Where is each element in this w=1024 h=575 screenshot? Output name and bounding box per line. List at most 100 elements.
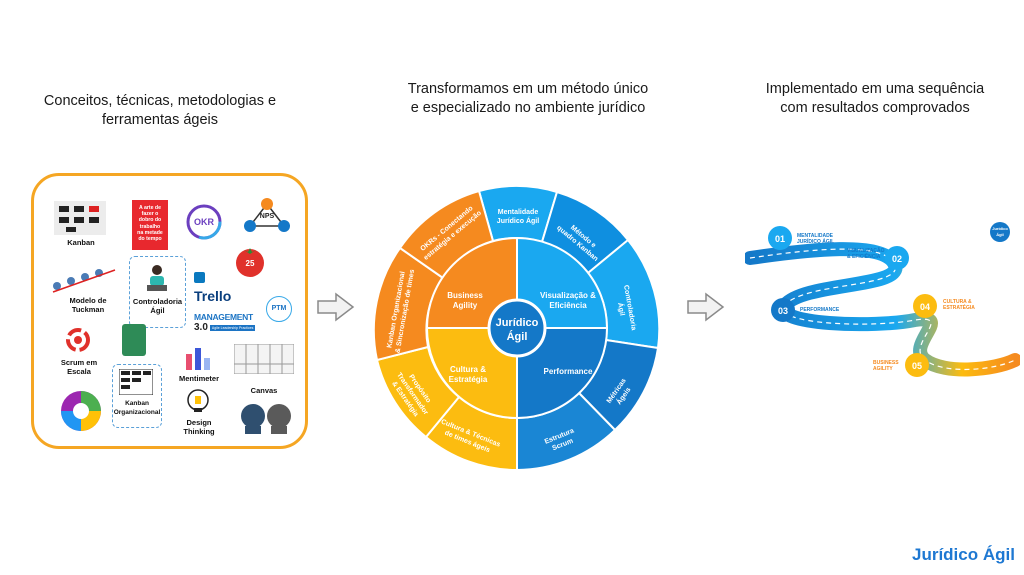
canvas-label: Canvas: [250, 386, 278, 395]
nps-network-icon: NPS: [244, 198, 290, 232]
step-1-label-line1: MENTALIDADE: [797, 233, 834, 239]
heading-sequence-line1: Implementado em uma sequência: [765, 81, 985, 97]
okr-icon: OKR: [186, 204, 222, 240]
brand-logo: Jurídico Ágil: [912, 545, 1015, 564]
kanban-org-box: Kanban Organizacional: [112, 364, 162, 428]
planner-icon: [122, 324, 146, 356]
step-4-number: 04: [920, 302, 930, 312]
design-line1: Design: [186, 418, 212, 427]
step-5-number: 05: [912, 361, 922, 371]
step-1-label-line2: JURÍDICO ÁGIL: [797, 237, 834, 245]
kanban-label: Kanban: [67, 238, 95, 247]
tuckman-label: Modelo de Tuckman: [58, 296, 118, 314]
wheel-center: [487, 298, 547, 358]
two-heads-icon: [241, 404, 291, 434]
step-2-number: 02: [892, 254, 902, 264]
controladoria-line1: Controladoria: [132, 297, 183, 306]
tomato-timer-text: 25: [246, 259, 255, 268]
label-business-line2: Agility: [453, 301, 478, 310]
okr-text: OKR: [194, 217, 215, 227]
heading-concepts: Conceitos, técnicas, metodologias e ferr…: [20, 92, 300, 130]
heading-method: Transformamos em um método único e espec…: [378, 80, 678, 118]
trello-logo: Trello: [194, 272, 231, 304]
book-line2: fazer o: [141, 211, 159, 218]
book-line3: dobro do: [138, 217, 162, 224]
tuckman-chart-icon: [52, 269, 116, 293]
arrow-right-icon: [317, 292, 355, 322]
step-4-label-line1: CULTURA &: [943, 299, 972, 305]
step-1-number: 01: [775, 234, 785, 244]
scrum-line1: Scrum em: [60, 358, 98, 367]
heading-sequence-line2: com resultados comprovados: [780, 100, 970, 116]
label-visual-line2: Eficiência: [549, 301, 587, 310]
design-thinking-label: Design Thinking: [174, 418, 224, 436]
step-3-label-line1: PERFORMANCE: [800, 307, 840, 313]
kanban-table-icon: [119, 369, 153, 395]
kanban-org-line1: Kanban: [125, 400, 149, 407]
step-2-label-line1: VISUALIZAÇÃO: [847, 247, 885, 254]
kanban-org-line2: Organizacional: [113, 409, 161, 416]
wheel-center-line2: Ágil: [507, 330, 528, 343]
book-line5: na metade: [137, 229, 163, 236]
kanban-board-icon: [54, 201, 106, 235]
design-thinking-icon: [187, 389, 209, 412]
label-cultura-line2: Estratégia: [449, 375, 488, 384]
management-subtitle: Agile Leadership Practices: [209, 324, 256, 331]
mentimeter-bars-icon: [186, 348, 210, 370]
management30-logo: MANAGEMENT 3.0 Agile Leadership Practice…: [194, 312, 260, 333]
step-5-label-line1: BUSINESS: [873, 360, 899, 366]
colorful-wheel-icon: [61, 391, 101, 431]
label-cultura-line1: Cultura &: [450, 365, 486, 374]
step-3-number: 03: [778, 306, 788, 316]
wheel-center-line1: Jurídico: [496, 317, 539, 329]
badge-line1: Jurídico: [992, 226, 1008, 231]
label-mentalidade-line2: Jurídico Ágil: [497, 216, 539, 225]
controladoria-line2: Ágil: [150, 306, 165, 315]
heading-concepts-line1: Conceitos, técnicas, metodologias e: [43, 93, 277, 109]
scrum-cycle-icon: [66, 328, 90, 352]
step-4-label-line2: ESTRATÉGIA: [943, 303, 975, 311]
label-performance: Performance: [544, 367, 593, 376]
kanban-org-label: Kanban Organizacional: [113, 399, 161, 417]
controladoria-label: Controladoria Ágil: [130, 297, 185, 315]
journey-step-2: 02 VISUALIZAÇÃO & EFICIÊNCIA: [847, 246, 909, 270]
label-controladoria-line2: Ágil: [616, 302, 627, 317]
tools-collage: Kanban A arte de fazer o dobro do trabal…: [31, 173, 308, 449]
tomato-timer-icon: 25: [236, 248, 264, 277]
trello-icon: [194, 272, 205, 283]
step-5-label-line2: AGILITY: [873, 366, 893, 372]
arrow-right-icon-2: [687, 292, 725, 322]
label-business-line1: Business: [447, 291, 483, 300]
controladoria-box: Controladoria Ágil: [129, 256, 186, 328]
journey-road: 01 MENTALIDADE JURÍDICO ÁGIL 02 VISUALIZ…: [745, 222, 1020, 377]
person-laptop-icon: [147, 265, 167, 291]
management-text: MANAGEMENT: [194, 312, 253, 322]
journey-badge: Jurídico Ágil: [990, 222, 1010, 242]
label-visual-line1: Visualização &: [540, 291, 596, 300]
book-line1: A arte de: [138, 205, 161, 211]
heading-sequence: Implementado em uma sequência com result…: [730, 80, 1020, 118]
inner-ring: [425, 236, 609, 420]
management-version: 3.0: [194, 322, 208, 333]
heading-method-line2: e especializado no ambiente jurídico: [410, 100, 646, 116]
step-2-label-line2: & EFICIÊNCIA: [847, 252, 881, 260]
scrum-line2: Escala: [67, 367, 91, 376]
heading-method-line1: Transformamos em um método único: [407, 81, 649, 97]
journey-step-3: 03 PERFORMANCE: [771, 298, 840, 322]
journey-step-1: 01 MENTALIDADE JURÍDICO ÁGIL: [768, 226, 834, 250]
tuckman-line2: Tuckman: [71, 305, 105, 314]
book-line6: do tempo: [138, 236, 162, 243]
book-cover: A arte de fazer o dobro do trabalho na m…: [132, 200, 168, 250]
journey-step-5: 05 BUSINESS AGILITY: [873, 353, 929, 377]
tuckman-line1: Modelo de: [69, 296, 107, 305]
nps-text: NPS: [260, 213, 275, 220]
ptm-icon: PTM: [266, 296, 292, 322]
heading-concepts-line2: ferramentas ágeis: [101, 112, 219, 128]
badge-line2: Ágil: [996, 232, 1004, 237]
canvas-grid-icon: [234, 344, 294, 374]
label-mentalidade-line1: Mentalidade: [498, 209, 539, 216]
journey-step-4: 04 CULTURA & ESTRATÉGIA: [913, 294, 975, 318]
method-wheel: Jurídico Ágil Business Agility Visualiza…: [372, 185, 661, 472]
mentimeter-label: Mentimeter: [178, 374, 219, 383]
design-line2: Thinking: [183, 427, 215, 436]
